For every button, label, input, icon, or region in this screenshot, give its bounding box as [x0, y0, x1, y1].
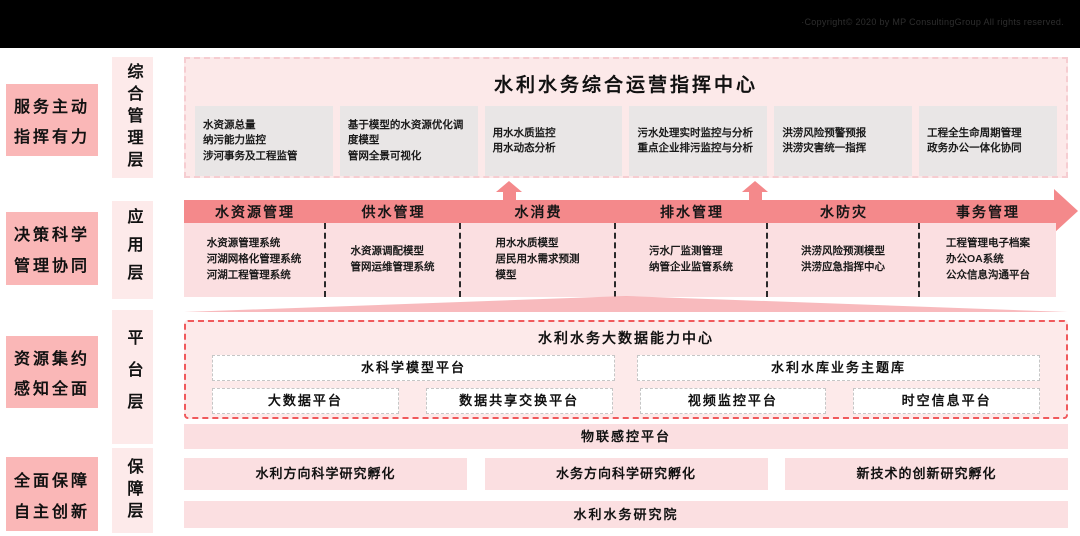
iot-sensing-platform-bar: 物联感控平台: [184, 424, 1068, 449]
layer-label: 保障层: [124, 457, 142, 524]
layer-label: 应用层: [124, 208, 142, 292]
command-center-title: 水利水务综合运营指挥中心: [493, 75, 758, 96]
platform-reservoir-theme-db: 水利水库业务主题库: [637, 355, 1040, 381]
goal-box-guarantee: 全面保障 自主创新: [6, 457, 98, 531]
big-data-center-title: 水利水务大数据能力中心: [538, 330, 714, 346]
platform-data-exchange: 数据共享交换平台: [425, 388, 613, 414]
goal-line: 自主创新: [13, 503, 90, 521]
goal-box-resource: 资源集约 感知全面: [6, 336, 98, 408]
goal-line: 感知全面: [13, 381, 90, 398]
app-col-flood-control: 洪涝风险预测模型洪涝应急指挥中心: [768, 223, 920, 297]
command-box-sewage: 污水处理实时监控与分析重点企业排污监控与分析: [629, 106, 768, 176]
category-supply: 供水管理: [361, 203, 426, 220]
goal-line: 管理协同: [13, 257, 90, 275]
application-systems-panel: 水资源管理系统河湖网格化管理系统河湖工程管理系统 水资源调配模型管网运维管理系统…: [184, 223, 1056, 297]
app-col-consumption: 用水水质模型居民用水需求预测模型: [461, 223, 616, 297]
goal-line: 决策科学: [13, 227, 90, 245]
header-bar: ·Copyright© 2020 by MP ConsultingGroup A…: [0, 0, 1080, 48]
app-col-water-resource: 水资源管理系统河湖网格化管理系统河湖工程管理系统: [184, 223, 326, 297]
category-affairs: 事务管理: [956, 203, 1020, 220]
goal-line: 指挥有力: [13, 129, 90, 146]
category-drainage: 排水管理: [660, 203, 724, 220]
goal-box-service: 服务主动 指挥有力: [6, 84, 98, 156]
category-water-resource: 水资源管理: [215, 203, 295, 220]
research-incubation-row: 水利方向科学研究孵化 水务方向科学研究孵化 新技术的创新研究孵化: [184, 458, 1068, 490]
app-col-drainage: 污水厂监测管理纳管企业监管系统: [616, 223, 768, 297]
platform-row-2: 大数据平台 数据共享交换平台 视频监控平台 时空信息平台: [186, 388, 1066, 414]
goal-box-decision: 决策科学 管理协同: [6, 212, 98, 285]
platform-row-1: 水科学模型平台 水利水库业务主题库: [186, 355, 1066, 381]
app-col-affairs: 工程管理电子档案办公OA系统公众信息沟通平台: [946, 237, 1030, 281]
incubation-new-tech: 新技术的创新研究孵化: [785, 458, 1068, 490]
incubation-water-affairs: 水务方向科学研究孵化: [484, 458, 768, 490]
command-center-section: 水利水务综合运营指挥中心 水资源总量纳污能力监控涉河事务及工程监管 基于模型的水…: [184, 57, 1068, 178]
layer-strip-management: 综合管理层: [112, 57, 153, 178]
command-box-water-use: 用水水质监控用水动态分析: [484, 106, 623, 176]
big-data-center-section: 水利水务大数据能力中心 水科学模型平台 水利水库业务主题库 大数据平台 数据共享…: [184, 320, 1068, 419]
layer-strip-application: 应用层: [112, 201, 153, 299]
command-box-engineering: 工程全生命周期管理政务办公一体化协同: [919, 106, 1057, 176]
layer-strip-platform: 平台层: [112, 310, 153, 444]
incubation-water-conservancy: 水利方向科学研究孵化: [184, 458, 467, 490]
up-arrow-icon: [742, 181, 768, 200]
right-arrowhead-icon: [1054, 189, 1078, 233]
layer-strip-support: 保障层: [112, 448, 153, 533]
application-category-bar: 水资源管理 供水管理 水消费 排水管理 水防灾 事务管理: [184, 200, 1056, 223]
goal-line: 服务主动: [13, 99, 90, 116]
command-box-model: 基于模型的水资源优化调度模型管网全景可视化: [339, 106, 478, 176]
research-institute-bar: 水利水务研究院: [184, 501, 1068, 528]
layer-label: 平台层: [124, 329, 142, 425]
platform-water-science-model: 水科学模型平台: [212, 355, 615, 381]
platform-video-monitor: 视频监控平台: [639, 388, 827, 414]
layer-label: 综合管理层: [124, 62, 142, 173]
category-consumption: 水消费: [514, 203, 563, 220]
command-center-row: 水资源总量纳污能力监控涉河事务及工程监管 基于模型的水资源优化调度模型管网全景可…: [195, 106, 1057, 176]
goal-line: 资源集约: [13, 351, 90, 368]
command-box-water-resource: 水资源总量纳污能力监控涉河事务及工程监管: [195, 106, 333, 176]
up-arrow-icon: [496, 181, 522, 200]
app-col-supply: 水资源调配模型管网运维管理系统: [326, 223, 461, 297]
platform-big-data: 大数据平台: [212, 388, 399, 414]
roof-connector-shape: [184, 296, 1068, 312]
platform-spatiotemporal: 时空信息平台: [853, 388, 1040, 414]
goal-line: 全面保障: [13, 472, 90, 490]
command-box-flood: 洪涝风险预警预报洪涝灾害统一指挥: [774, 106, 913, 176]
category-flood-control: 水防灾: [820, 203, 868, 220]
copyright-text: ·Copyright© 2020 by MP ConsultingGroup A…: [801, 17, 1064, 27]
